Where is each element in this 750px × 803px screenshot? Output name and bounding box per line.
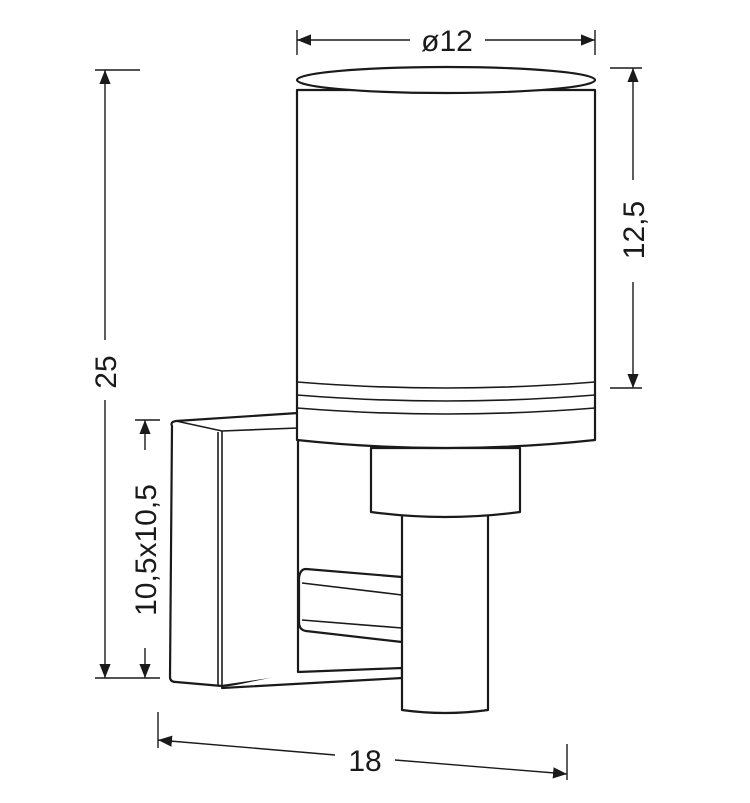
dimension-projection: 18	[157, 712, 568, 780]
dimension-label: ø12	[421, 25, 473, 58]
glass-shade	[295, 65, 597, 450]
backplate	[168, 411, 404, 690]
dimension-backplate: 10,5x10,5	[130, 419, 163, 678]
stem	[400, 513, 490, 715]
dimension-label: 25	[90, 355, 123, 388]
dimension-label: 10,5x10,5	[130, 484, 163, 616]
dimension-label: 18	[348, 745, 381, 778]
dimension-shade-height: 12,5	[610, 67, 651, 389]
collar	[369, 446, 522, 519]
arm	[297, 567, 404, 644]
dimension-total-height: 25	[90, 69, 160, 679]
dimension-label: 12,5	[618, 201, 651, 259]
dimension-shade-diameter: ø12	[296, 25, 596, 58]
